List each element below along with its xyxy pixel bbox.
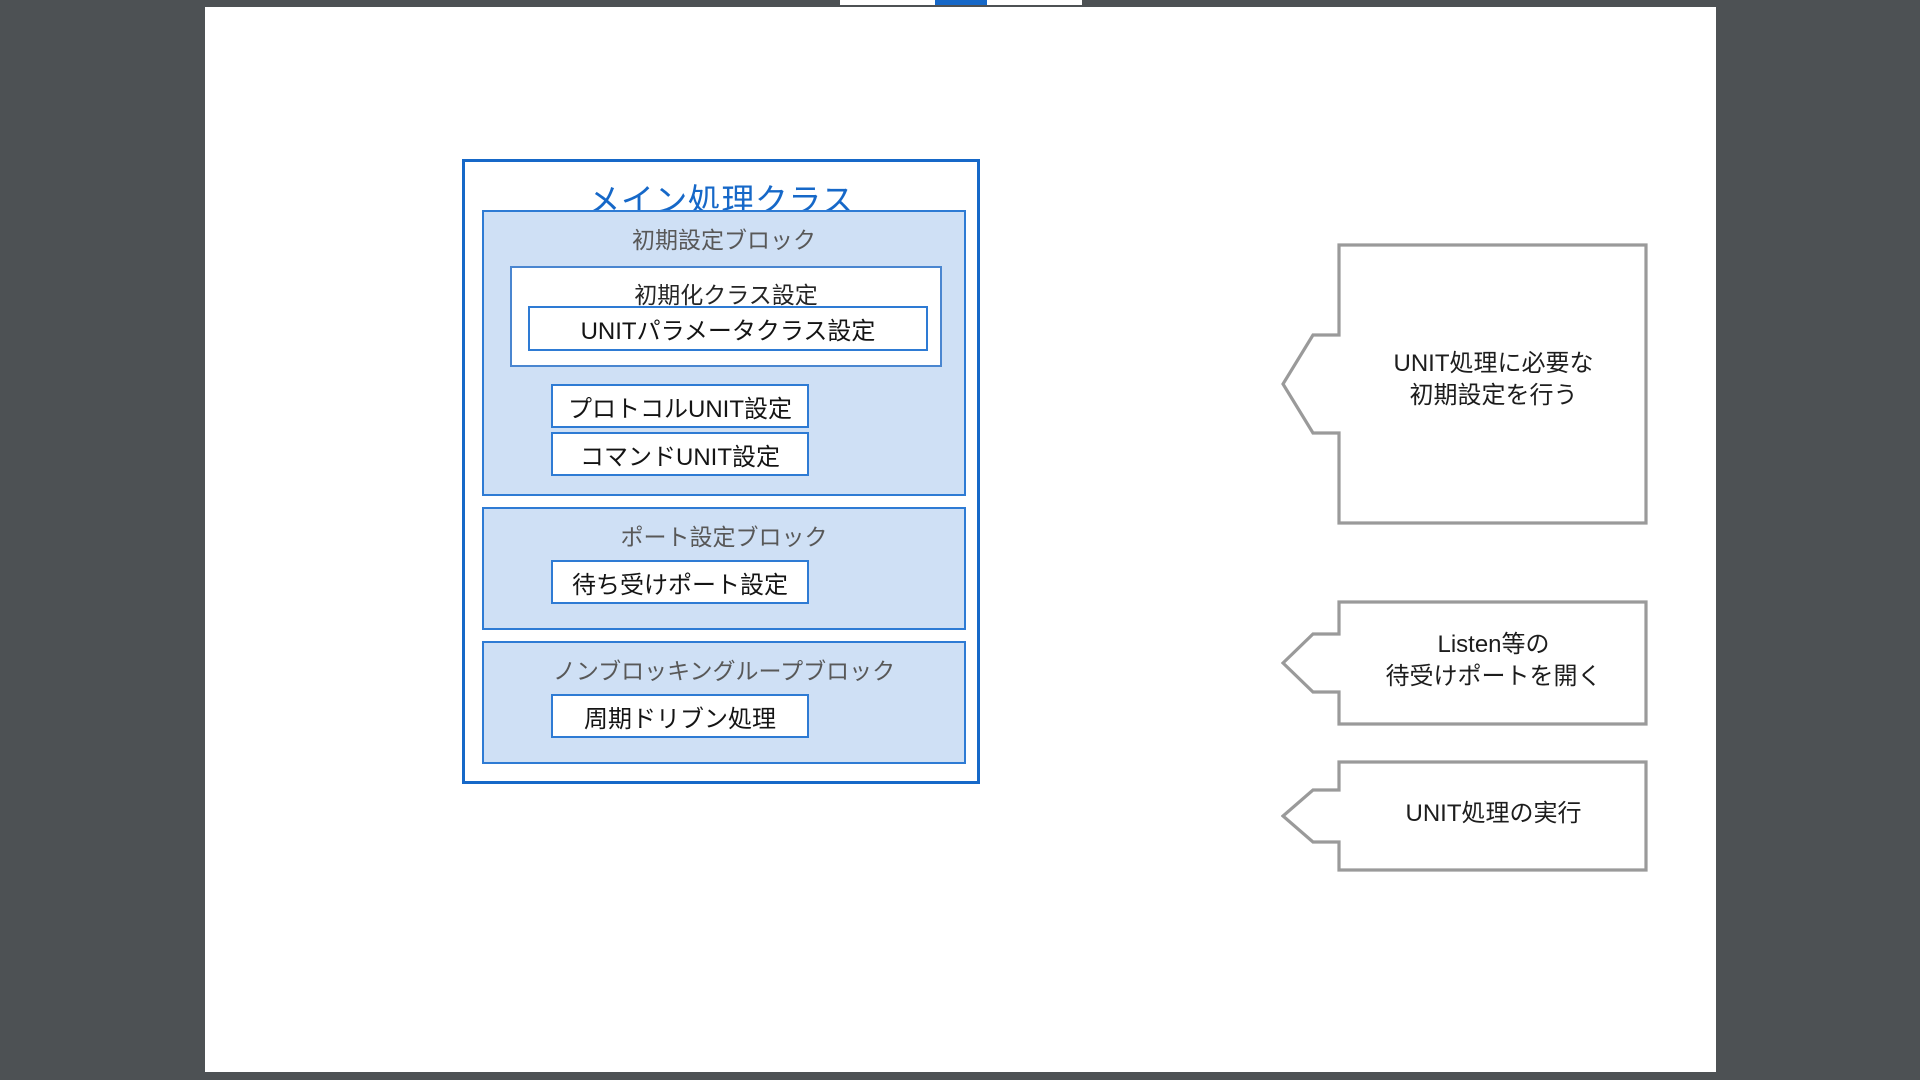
callout-initial-settings[interactable]: UNIT処理に必要な 初期設定を行う [1281,235,1648,525]
block-initial-settings-title: 初期設定ブロック [632,227,816,253]
item-cyclic-driven-processing[interactable]: 周期ドリブン処理 [551,694,809,738]
item-unit-parameter-class-settings[interactable]: UNITパラメータクラス設定 [528,306,928,351]
window-chrome-strip [0,0,1920,7]
chrome-active-tab[interactable] [935,0,987,5]
block-port-settings-title: ポート設定ブロック [620,524,828,550]
left-arrow-callout-shape [1281,594,1648,728]
block-initial-settings[interactable]: 初期設定ブロック 初期化クラス設定 UNITパラメータクラス設定 プロトコルUN… [482,210,966,496]
item-command-unit-settings[interactable]: コマンドUNIT設定 [551,432,809,476]
block-nonblocking-loop[interactable]: ノンブロッキングループブロック 周期ドリブン処理 [482,641,966,764]
callout-port-settings[interactable]: Listen等の 待受けポートを開く [1281,594,1648,728]
slide-canvas: メイン処理クラス 初期設定ブロック 初期化クラス設定 UNITパラメータクラス設… [205,7,1716,1072]
block-nonblocking-loop-title: ノンブロッキングループブロック [552,658,896,684]
block-port-settings[interactable]: ポート設定ブロック 待ち受けポート設定 [482,507,966,630]
item-protocol-unit-settings[interactable]: プロトコルUNIT設定 [551,384,809,428]
left-arrow-callout-shape [1281,754,1648,874]
group-init-class-settings-title: 初期化クラス設定 [634,282,818,308]
item-listening-port-settings[interactable]: 待ち受けポート設定 [551,560,809,604]
group-init-class-settings[interactable]: 初期化クラス設定 UNITパラメータクラス設定 [510,266,942,367]
left-arrow-callout-shape [1281,235,1648,525]
callout-unit-execution[interactable]: UNIT処理の実行 [1281,754,1648,874]
main-class-container[interactable]: メイン処理クラス 初期設定ブロック 初期化クラス設定 UNITパラメータクラス設… [462,159,980,784]
